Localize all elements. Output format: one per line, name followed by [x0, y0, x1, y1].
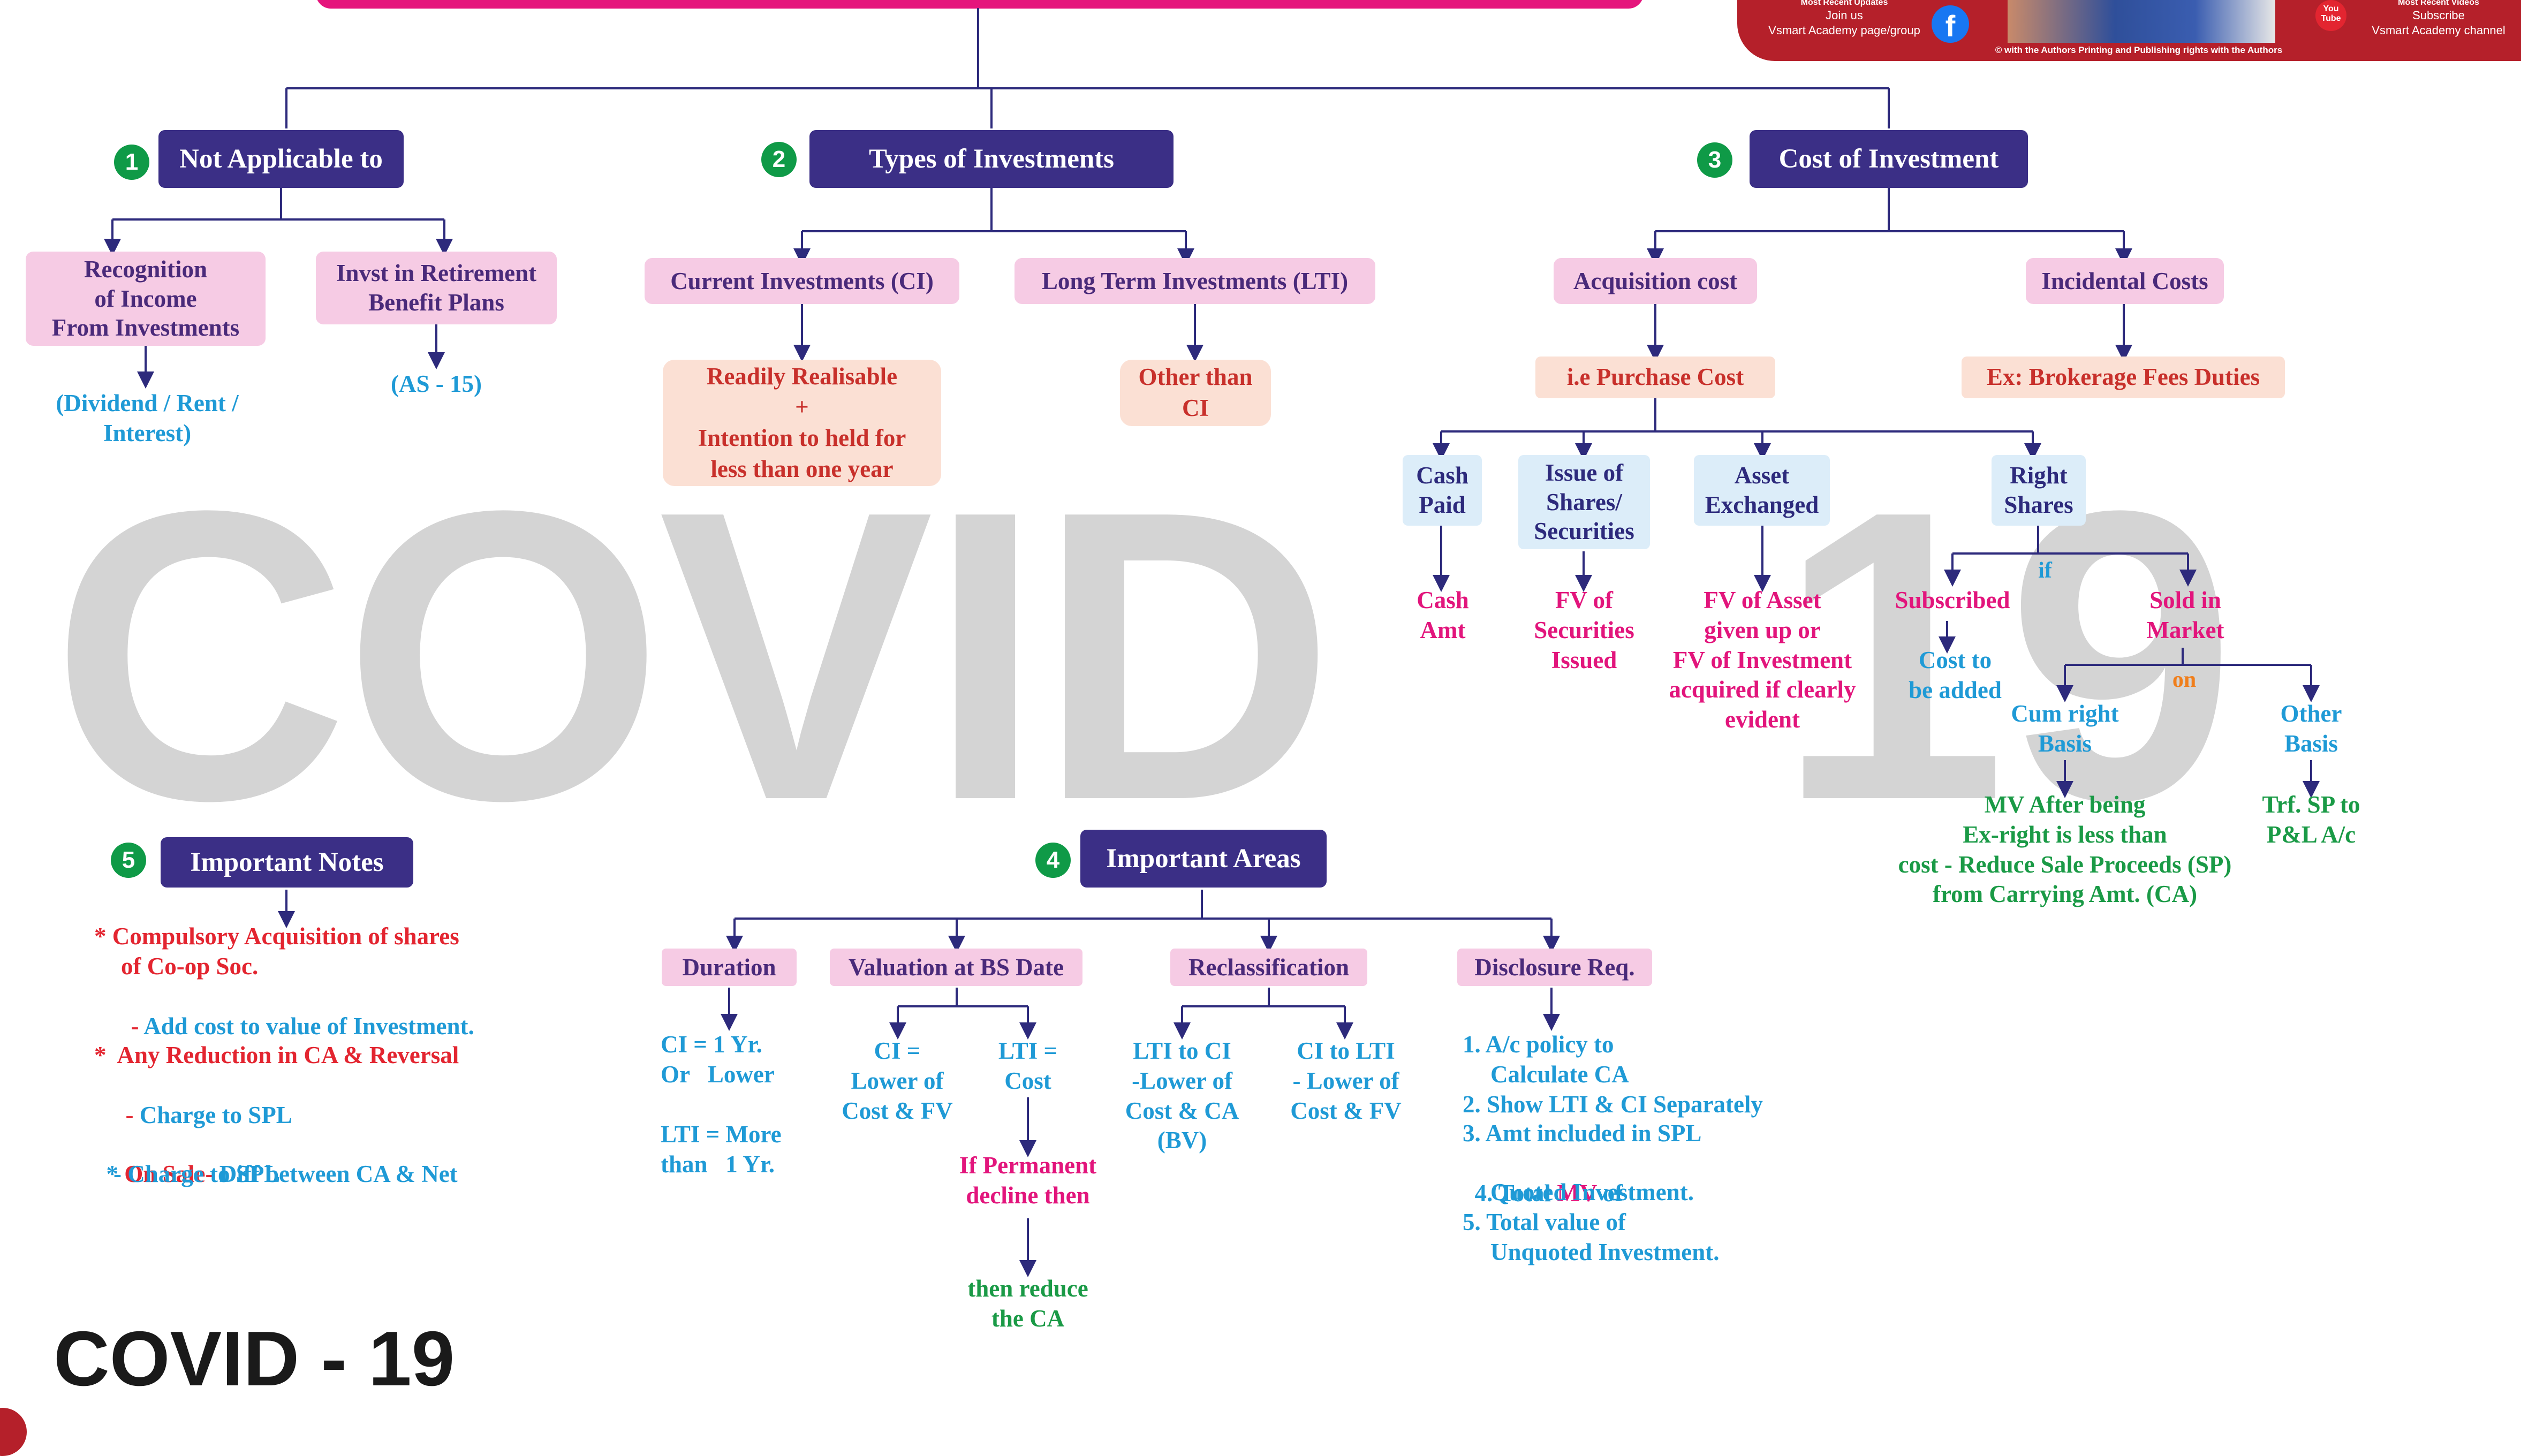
promo-channel-link[interactable]: Vsmart Academy channel	[2372, 24, 2505, 37]
recognition-of-income-box: Recognition of Income From Investments	[26, 252, 266, 346]
acquisition-cost-box: Acquisition cost	[1554, 258, 1757, 304]
section-4-header: Important Areas	[1080, 830, 1327, 888]
reclassification-box: Reclassification	[1170, 949, 1367, 986]
subscribed-note: Cost to be added	[1909, 647, 2002, 703]
note-on-sale-label: On Sale-	[124, 1160, 214, 1187]
section-1-header: Not Applicable to	[158, 130, 404, 188]
duration-lti-note: LTI = More than 1 Yr.	[661, 1121, 782, 1178]
disclosure-item-5: 5. Total value of	[1463, 1209, 1626, 1235]
sold-in-market-label: Sold in Market	[2146, 587, 2224, 643]
promo-updates-heading: Most Recent Updates	[1800, 0, 1888, 7]
other-basis-note: Trf. SP to P&L A/c	[2262, 791, 2360, 848]
issue-of-shares-box: Issue of Shares/ Securities	[1518, 455, 1650, 549]
disclosure-item-3: 3. Amt included in SPL	[1463, 1120, 1702, 1147]
incidental-costs-box: Incidental Costs	[2026, 258, 2224, 304]
disclosure-item-1b: Calculate CA	[1490, 1061, 1629, 1088]
recognition-of-income-note: (Dividend / Rent / Interest)	[56, 390, 239, 446]
note-co-op-soc: of Co-op Soc.	[121, 953, 259, 980]
author-photo	[2008, 0, 2275, 43]
facebook-icon[interactable]: f	[1932, 5, 1969, 43]
reclass-lti-to-ci-note: LTI to CI -Lower of Cost & CA (BV)	[1125, 1037, 1239, 1154]
note-charge-to-spl-2: - Charge to SPL	[113, 1161, 281, 1187]
retirement-benefit-plans-box: Invst in Retirement Benefit Plans	[316, 252, 557, 324]
note-on-sale: * On Sale- Diff between CA & Net	[94, 1129, 458, 1189]
note-add-cost: - Add cost to value of Investment.	[119, 982, 474, 1042]
watermark-covid: COVID	[51, 426, 1335, 886]
cum-right-basis-label: Cum right Basis	[2011, 700, 2119, 757]
retirement-benefit-plans-note: (AS - 15)	[391, 370, 482, 397]
section-2-number: 2	[761, 142, 797, 177]
promo-footer: © with the Authors Printing and Publishi…	[1995, 45, 2283, 55]
note-reduction-in-ca: * Any Reduction in CA & Reversal	[94, 1042, 459, 1068]
asset-exchanged-note: FV of Asset given up or FV of Investment…	[1669, 587, 1856, 733]
reduce-ca-note: then reduce the CA	[967, 1275, 1088, 1332]
note-charge-dash: -	[125, 1101, 140, 1128]
disclosure-item-4: 4. Total MV of	[1463, 1149, 1623, 1209]
section-5-number: 5	[111, 843, 146, 878]
section-5-header: Important Notes	[161, 837, 413, 888]
other-basis-label: Other Basis	[2280, 700, 2342, 757]
issue-of-shares-note: FV of Securities Issued	[1534, 587, 1634, 673]
note-add-cost-dash: -	[131, 1012, 144, 1040]
bottom-watermark: COVID - 19	[54, 1315, 455, 1402]
section-1-number: 1	[114, 145, 149, 180]
note-on-sale-star: *	[106, 1160, 125, 1187]
permanent-decline-note: If Permanent decline then	[959, 1152, 1097, 1209]
valuation-box: Valuation at BS Date	[830, 949, 1082, 986]
promo-join-text: Join us	[1826, 9, 1863, 22]
note-compulsory-acquisition: * Compulsory Acquisition of shares	[94, 923, 459, 950]
disclosure-item-4-mv: MV	[1557, 1179, 1597, 1207]
disclosure-item-5b: Unquoted Investment.	[1490, 1239, 1720, 1265]
connector-lines	[104, 8, 2320, 1277]
incidental-costs-note: Ex: Brokerage Fees Duties	[1962, 357, 2285, 398]
section-3-number: 3	[1697, 142, 1732, 178]
disclosure-box: Disclosure Req.	[1457, 949, 1652, 986]
disclosure-item-4-a: 4. Total	[1474, 1179, 1557, 1207]
acquisition-cost-note: i.e Purchase Cost	[1535, 357, 1775, 398]
asset-exchanged-box: Asset Exchanged	[1694, 455, 1830, 526]
disclosure-item-4b: Quoted Investment.	[1490, 1179, 1694, 1205]
valuation-ci-note: CI = Lower of Cost & FV	[842, 1037, 953, 1124]
top-title-bar	[316, 0, 1644, 9]
duration-box: Duration	[662, 949, 797, 986]
cum-right-basis-note: MV After being Ex-right is less than cos…	[1898, 791, 2232, 908]
current-investments-box: Current Investments (CI)	[645, 258, 959, 304]
sold-in-market-on-label: on	[2172, 668, 2197, 692]
note-charge-text: Charge to SPL	[139, 1101, 292, 1128]
promo-videos-heading: Most Recent Videos	[2398, 0, 2479, 7]
right-shares-if-label: if	[2038, 558, 2052, 583]
promo-subscribe-text: Subscribe	[2412, 9, 2465, 22]
disclosure-item-4-c: of	[1596, 1179, 1623, 1207]
section-2-header: Types of Investments	[809, 130, 1174, 188]
section-3-header: Cost of Investment	[1750, 130, 2028, 188]
long-term-investments-note: Other than CI	[1120, 360, 1271, 426]
valuation-lti-note: LTI = Cost	[998, 1037, 1058, 1094]
promo-banner: Most Recent Updates Join us Vsmart Acade…	[1737, 0, 2521, 61]
section-4-number: 4	[1035, 843, 1071, 878]
note-on-sale-text: Diff between CA & Net	[213, 1160, 458, 1187]
note-charge-to-spl-1: - Charge to SPL	[113, 1071, 292, 1131]
cash-paid-box: Cash Paid	[1403, 455, 1482, 526]
current-investments-note: Readily Realisable + Intention to held f…	[663, 360, 941, 486]
promo-page-link[interactable]: Vsmart Academy page/group	[1768, 24, 1920, 37]
note-add-cost-text: Add cost to value of Investment.	[143, 1012, 474, 1040]
cash-paid-note: Cash Amt	[1417, 587, 1469, 643]
disclosure-item-1: 1. A/c policy to	[1463, 1031, 1614, 1058]
disclosure-item-2: 2. Show LTI & CI Separately	[1463, 1091, 1763, 1118]
youtube-icon[interactable]: You Tube	[2315, 0, 2346, 31]
duration-ci-note: CI = 1 Yr. Or Lower	[661, 1031, 775, 1088]
long-term-investments-box: Long Term Investments (LTI)	[1015, 258, 1375, 304]
reclass-ci-to-lti-note: CI to LTI - Lower of Cost & FV	[1290, 1037, 1402, 1124]
right-shares-box: Right Shares	[1992, 455, 2086, 526]
subscribed-label: Subscribed	[1895, 587, 2010, 613]
